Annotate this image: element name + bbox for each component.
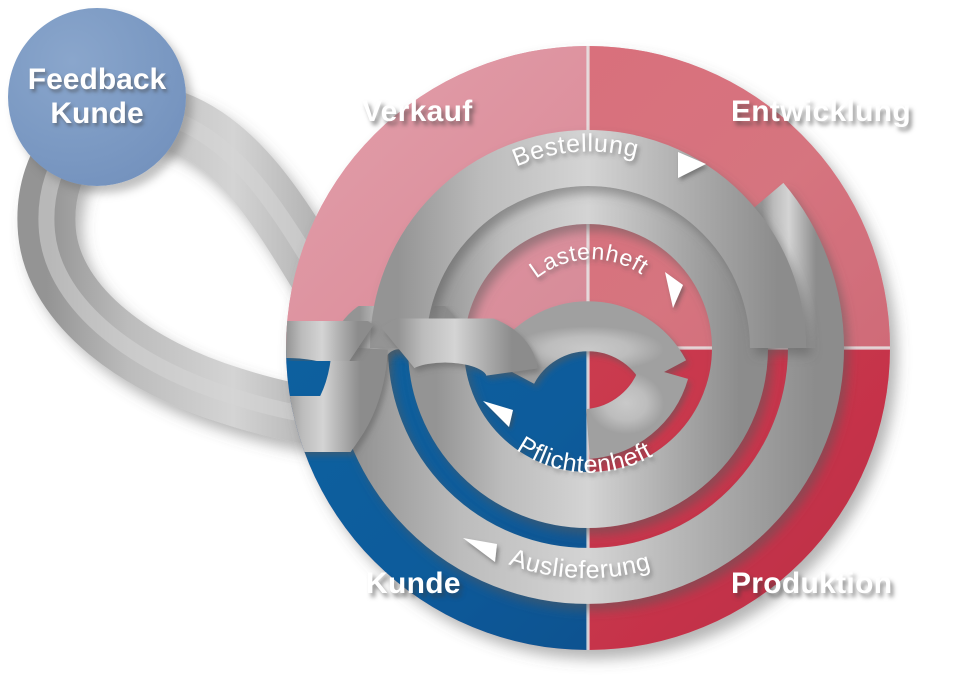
arrow-left-auslieferung-icon bbox=[463, 538, 497, 562]
spiral-ring-bestellung bbox=[370, 130, 806, 349]
spiral-ring-mid bbox=[408, 168, 768, 528]
spiral-arc-inner-tail bbox=[585, 364, 689, 459]
spiral-arc-auslieferung bbox=[332, 347, 844, 604]
arrow-right-lastenheft-icon bbox=[665, 272, 683, 308]
feedback-loop-highlight bbox=[38, 105, 421, 432]
feedback-loop bbox=[17, 84, 421, 453]
spiral-tail-enter bbox=[286, 302, 374, 372]
spiral-arc-bestellung bbox=[370, 130, 806, 349]
spiral-connector-inner bbox=[381, 310, 538, 380]
arrow-left-pflichtenheft-icon bbox=[483, 401, 513, 427]
feedback-label-line2: Kunde bbox=[50, 97, 144, 130]
arrow-right-bestellung-icon bbox=[678, 152, 706, 178]
feedback-label-line1: Feedback bbox=[27, 63, 167, 96]
feedback-kunde-bubble[interactable]: Feedback Kunde bbox=[8, 8, 186, 186]
spiral-tail-exit bbox=[286, 345, 388, 452]
spiral-arc-outer-upper-right bbox=[740, 182, 844, 349]
spiral-ring-outer bbox=[332, 182, 844, 604]
spiral-arc-pflichtenheft bbox=[408, 347, 768, 528]
spiral-bands bbox=[286, 130, 844, 604]
spiral-arc-mid-upper bbox=[408, 168, 768, 349]
